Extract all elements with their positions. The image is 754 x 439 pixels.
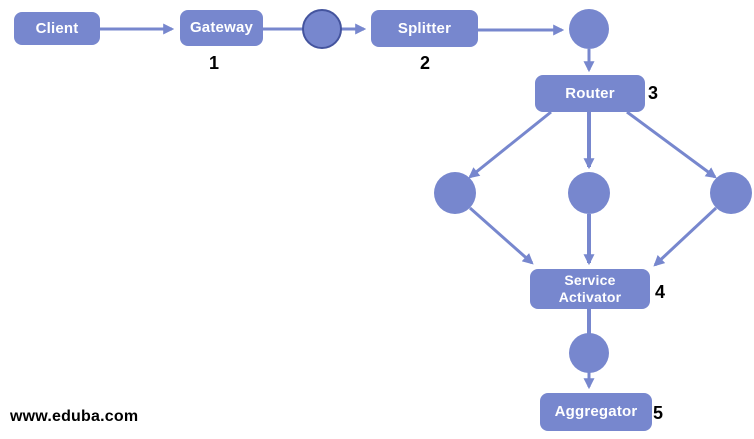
node-splitter-label: Splitter bbox=[397, 19, 452, 37]
node-gateway: Gateway bbox=[180, 10, 263, 46]
step-number-1: 1 bbox=[209, 53, 220, 73]
node-splitter: Splitter bbox=[371, 10, 478, 47]
node-service-activator-label: Service Activator bbox=[558, 272, 622, 305]
step-number-2: 2 bbox=[420, 53, 431, 73]
channel-circle-gateway-splitter bbox=[302, 9, 342, 49]
watermark: www.eduba.com bbox=[10, 408, 139, 425]
channel-circle-router-right bbox=[710, 172, 752, 214]
node-client: Client bbox=[14, 12, 100, 45]
step-number-3: 3 bbox=[648, 83, 659, 103]
channel-circle-service-activator-aggregator bbox=[569, 333, 609, 373]
channel-circle-splitter-router bbox=[569, 9, 609, 49]
node-service-activator: Service Activator bbox=[530, 269, 650, 309]
node-router-label: Router bbox=[565, 84, 615, 102]
node-gateway-label: Gateway bbox=[189, 19, 254, 36]
node-client-label: Client bbox=[35, 19, 79, 37]
node-router: Router bbox=[535, 75, 645, 112]
connector-router-channel3 bbox=[468, 110, 552, 179]
channel-circle-router-middle bbox=[568, 172, 610, 214]
step-number-5: 5 bbox=[653, 403, 664, 423]
connector-channel5-service-activator bbox=[653, 206, 718, 267]
connector-channel3-service-activator bbox=[469, 206, 534, 265]
node-aggregator-label: Aggregator bbox=[554, 403, 638, 420]
channel-circle-router-left bbox=[434, 172, 476, 214]
step-number-4: 4 bbox=[655, 282, 666, 302]
connector-router-channel5 bbox=[626, 110, 717, 179]
node-aggregator: Aggregator bbox=[540, 393, 652, 431]
